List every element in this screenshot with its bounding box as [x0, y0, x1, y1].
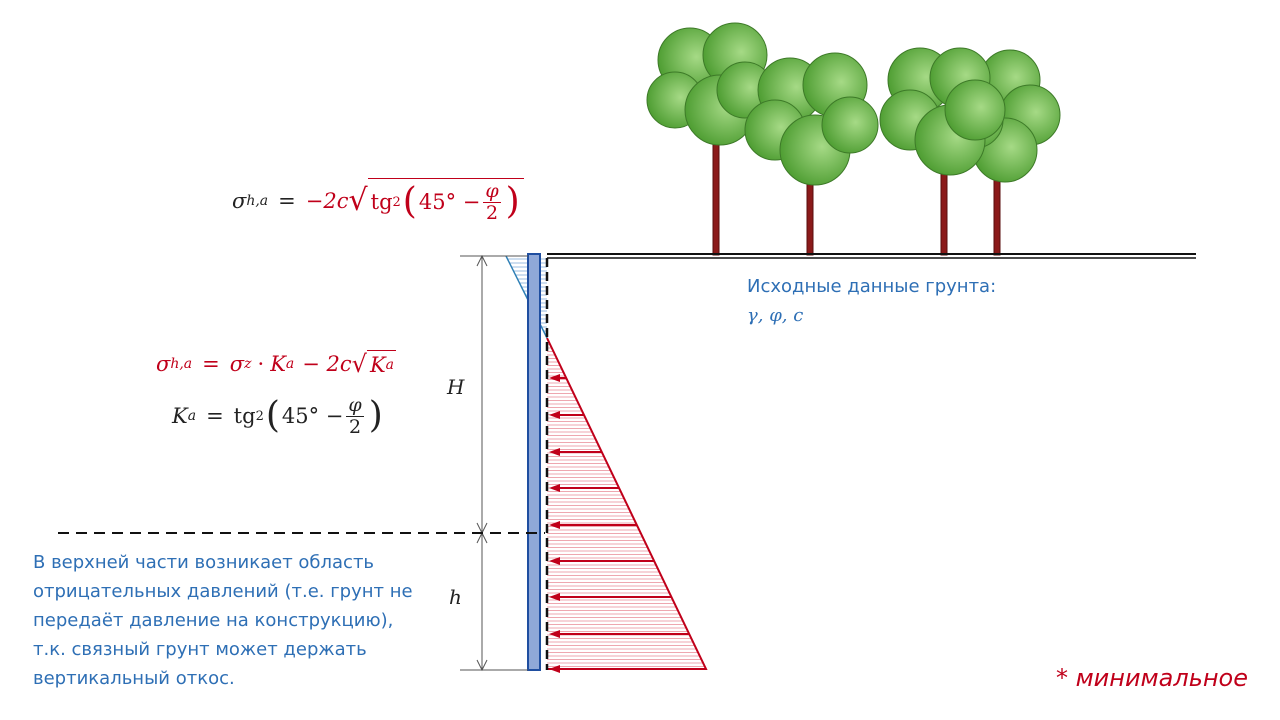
- ground-surface: [547, 253, 1196, 259]
- equals: =: [202, 351, 220, 376]
- two: 2: [485, 201, 499, 224]
- soil-data-title: Исходные данные грунта:: [747, 276, 997, 297]
- tree: [879, 47, 1006, 256]
- K: K: [369, 353, 386, 377]
- sigma-z: σ: [229, 351, 245, 376]
- power: 2: [255, 408, 264, 424]
- explanation-text: В верхней части возникает область отрица…: [33, 548, 413, 693]
- explanation-line: вертикальный откос.: [33, 668, 235, 689]
- sigma-symbol: σ: [156, 351, 171, 376]
- subscript: a: [385, 357, 395, 373]
- retaining-wall: [527, 253, 541, 671]
- subscript: a: [285, 355, 295, 372]
- two: 2: [349, 415, 362, 438]
- coefficient: −2c: [305, 188, 349, 213]
- angle: 45° −: [418, 190, 481, 215]
- explanation-line: отрицательных давлений (т.е. грунт не: [33, 581, 413, 602]
- dot: ·: [257, 351, 265, 376]
- sigma-symbol: σ: [232, 188, 247, 213]
- subscript: h,a: [170, 355, 193, 372]
- dimension-lines: [460, 254, 528, 672]
- active-pressure-diagram: [546, 337, 708, 673]
- trees: [646, 22, 1061, 256]
- tree: [744, 52, 879, 256]
- soil-data-block: Исходные данные грунта: γ, φ, c: [747, 272, 996, 330]
- phi: φ: [483, 180, 501, 203]
- arrow-head-icon: [549, 521, 560, 529]
- tg: tg: [370, 190, 393, 215]
- arrow-head-icon: [549, 484, 560, 492]
- phi: φ: [346, 394, 364, 417]
- soil-data-params: γ, φ, c: [747, 305, 804, 326]
- arrow-head-icon: [549, 557, 560, 565]
- arrow-head-icon: [549, 411, 560, 419]
- dimension-label-H: H: [447, 375, 465, 399]
- tree: [646, 22, 774, 256]
- dimension-label-h: h: [449, 585, 462, 609]
- equals: =: [206, 404, 224, 429]
- minus-2c: − 2c: [302, 351, 352, 376]
- subscript: a: [187, 408, 197, 425]
- explanation-line: т.к. связный грунт может держать: [33, 639, 367, 660]
- explanation-line: передаёт давление на конструкцию),: [33, 610, 394, 631]
- arrow-head-icon: [549, 374, 560, 382]
- tg: tg: [233, 404, 256, 429]
- arrow-head-icon: [549, 448, 560, 456]
- arrow-head-icon: [549, 665, 560, 673]
- arrow-head-icon: [549, 593, 560, 601]
- angle: 45° −: [281, 404, 344, 429]
- K: K: [172, 404, 188, 429]
- footnote: * минимальное: [1055, 664, 1248, 692]
- subscript: h,a: [246, 192, 269, 209]
- equals: =: [278, 188, 296, 213]
- explanation-line: В верхней части возникает область: [33, 552, 375, 573]
- arrow-head-icon: [549, 630, 560, 638]
- subscript: z: [244, 355, 252, 372]
- power: 2: [392, 194, 401, 210]
- K: K: [270, 351, 286, 376]
